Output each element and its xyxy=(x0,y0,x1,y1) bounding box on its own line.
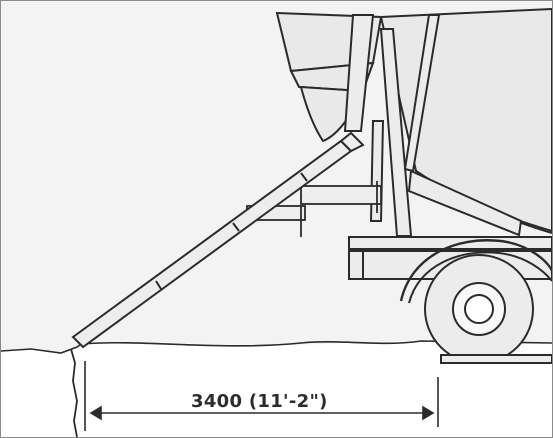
dimension-line xyxy=(84,361,439,431)
drum-support-arm xyxy=(407,169,523,237)
pit-edge xyxy=(70,348,78,437)
discharge-chute xyxy=(71,131,365,349)
ground-line xyxy=(1,340,552,354)
rear-wheel xyxy=(399,239,552,364)
dimension-label: 3400 (11'-2") xyxy=(191,391,328,412)
